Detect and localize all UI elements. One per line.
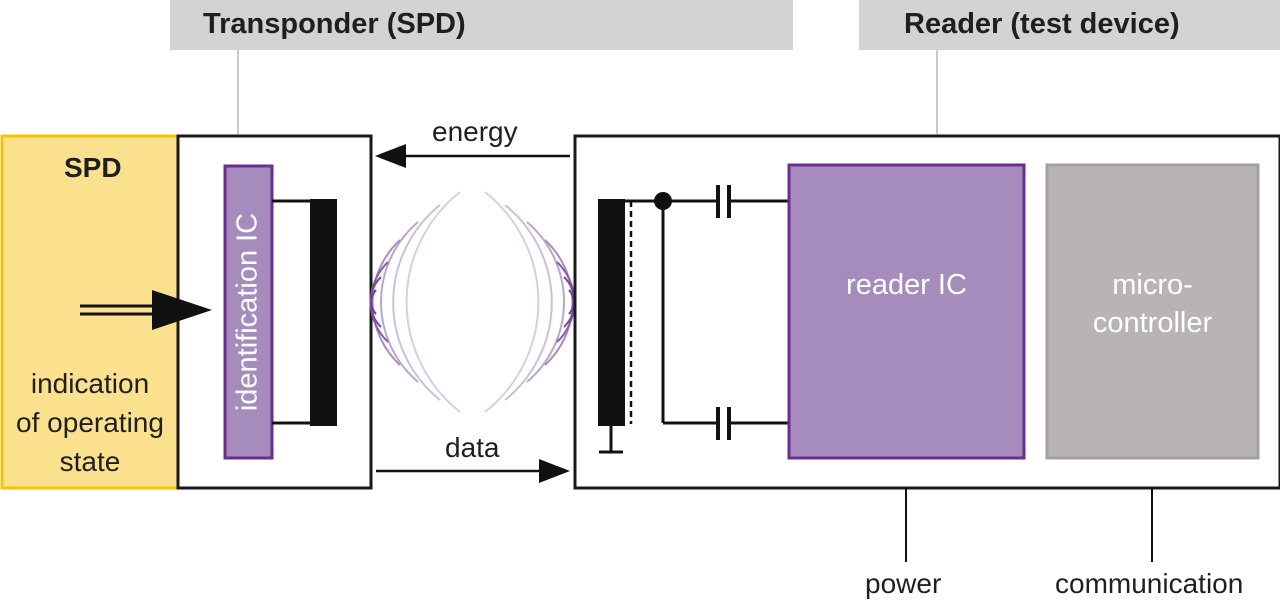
microcontroller-label-line-1: micro- xyxy=(1112,269,1193,301)
field-waves xyxy=(369,191,576,413)
capacitor-top-icon xyxy=(716,185,731,218)
energy-arrow-icon xyxy=(375,144,570,168)
transponder-antenna xyxy=(310,199,337,426)
capacitor-bottom-icon xyxy=(716,407,731,440)
reader-header: Reader (test device) xyxy=(904,8,1180,40)
microcontroller-label-line-2: controller xyxy=(1092,307,1213,339)
identification-ic-box xyxy=(223,164,274,460)
reader-box xyxy=(573,134,1280,490)
reader-antenna xyxy=(598,199,625,426)
data-label: data xyxy=(445,432,500,463)
power-label: power xyxy=(865,568,942,599)
indication-line-2: of operating xyxy=(16,407,164,438)
transponder-header: Transponder (SPD) xyxy=(203,8,466,40)
data-arrow-icon xyxy=(376,459,570,483)
indication-line-3: state xyxy=(59,446,121,477)
transponder-box xyxy=(176,134,373,490)
microcontroller-box xyxy=(1045,163,1260,460)
indication-line-1: indication xyxy=(30,368,150,399)
communication-label: communication xyxy=(1055,568,1244,599)
reader-header-bar xyxy=(859,0,1280,50)
spd-title: SPD xyxy=(64,152,122,183)
reader-ic-box xyxy=(787,163,1026,460)
reader-ic-label: reader IC xyxy=(846,269,967,301)
energy-label: energy xyxy=(432,116,518,147)
identification-ic-label: identification IC xyxy=(231,212,264,412)
transponder-header-bar xyxy=(170,0,793,50)
indication-arrow-icon xyxy=(80,290,212,330)
